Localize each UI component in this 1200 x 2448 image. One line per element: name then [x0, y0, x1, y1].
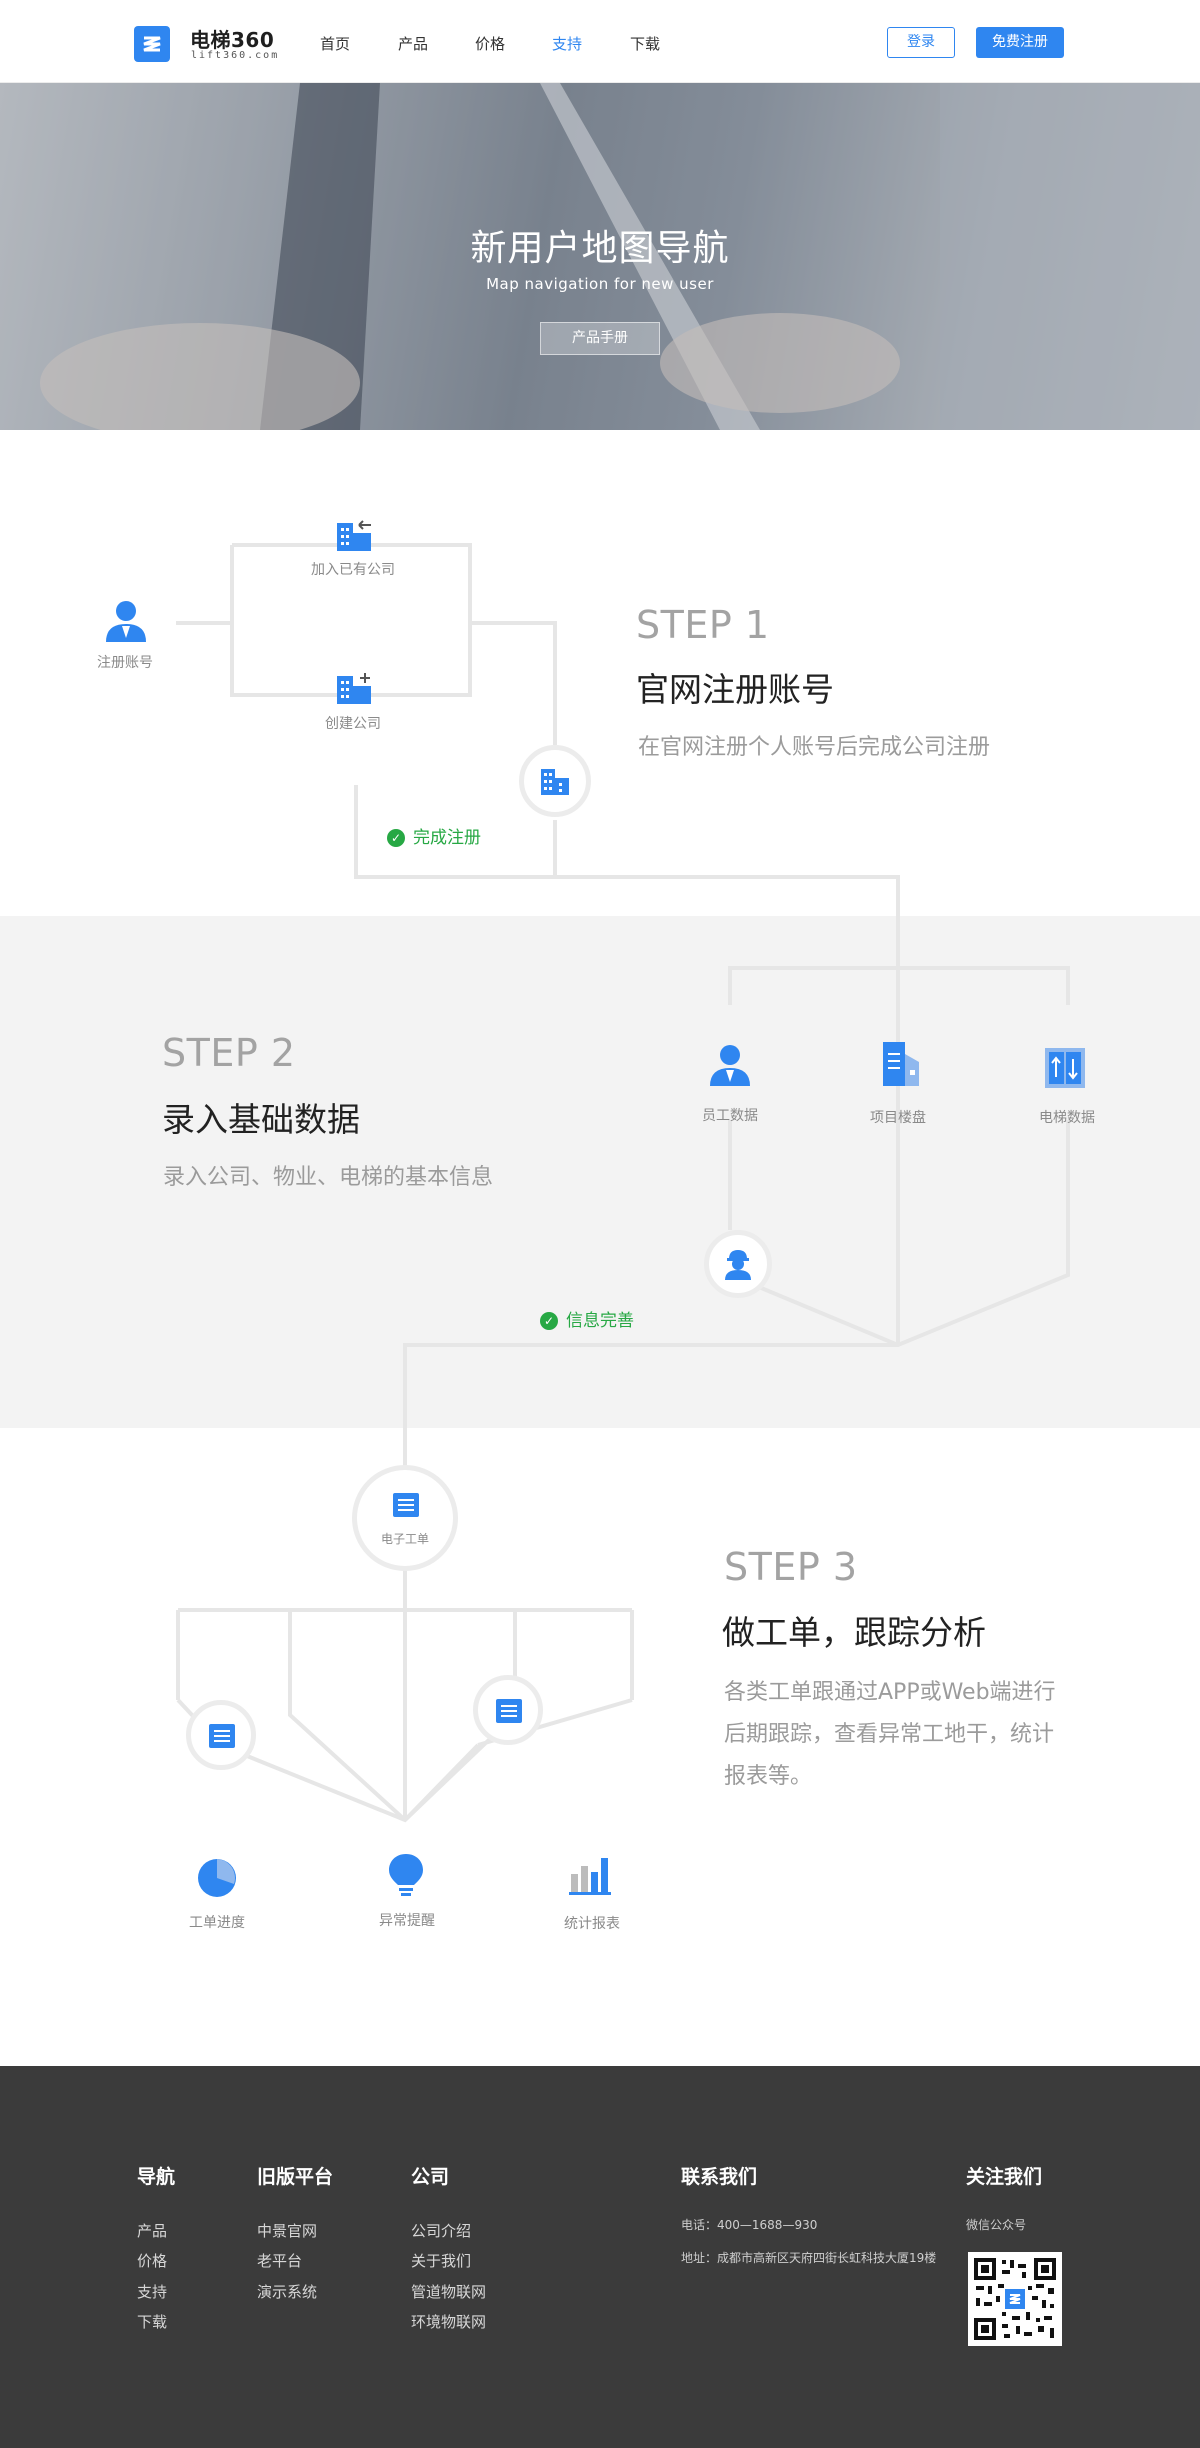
step3-description-line-1: 各类工单跟通过APP或Web端进行 — [724, 1680, 1056, 1705]
info-complete-label: 信息完善 — [566, 1311, 634, 1331]
footer-link-company-intro[interactable]: 公司介绍 — [411, 2222, 472, 2240]
footer-nav-title: 导航 — [137, 2166, 176, 2188]
check-icon: ✓ — [387, 829, 405, 847]
building-join-icon — [337, 520, 371, 551]
bar-chart-icon — [569, 1858, 611, 1895]
hero-banner: 新用户地图导航 Map navigation for new user 产品手册 — [0, 83, 1200, 430]
registration-complete-status: ✓ 完成注册 — [387, 823, 481, 848]
registration-complete-label: 完成注册 — [413, 828, 481, 848]
logo-name[interactable]: 电梯360 — [190, 28, 275, 52]
footer-phone: 电话：400—1688—930 — [681, 2218, 818, 2232]
step3-description-line-3: 报表等。 — [724, 1764, 813, 1789]
product-manual-button[interactable]: 产品手册 — [540, 322, 660, 355]
pie-chart-icon — [198, 1859, 236, 1897]
qr-code-icon — [972, 2256, 1058, 2342]
step1-title: 官网注册账号 — [636, 670, 834, 709]
footer-link-support[interactable]: 支持 — [137, 2283, 168, 2301]
step3-description-line-2: 后期跟踪，查看异常工地干，统计 — [724, 1722, 1055, 1747]
e-order-node: 电子工单 — [352, 1465, 458, 1571]
elevator-icon — [1045, 1048, 1085, 1088]
bulb-icon — [389, 1854, 423, 1896]
step2-description: 录入公司、物业、电梯的基本信息 — [163, 1165, 494, 1190]
e-order-label: 电子工单 — [380, 1532, 429, 1546]
footer-company-title: 公司 — [411, 2166, 450, 2188]
nav-product[interactable]: 产品 — [398, 35, 429, 53]
list-icon — [393, 1493, 419, 1517]
footer-address: 地址：成都市高新区天府四街长虹科技大厦19楼 — [681, 2251, 937, 2265]
check-icon: ✓ — [540, 1312, 558, 1330]
join-company-label: 加入已有公司 — [311, 562, 395, 578]
nav-price[interactable]: 价格 — [475, 35, 506, 53]
user-icon — [710, 1045, 750, 1086]
footer-link-about[interactable]: 关于我们 — [411, 2252, 472, 2270]
staff-data-label: 员工数据 — [702, 1108, 758, 1124]
document-icon — [883, 1042, 919, 1086]
logo-domain: lift360.com — [191, 50, 280, 61]
wechat-qr-code — [968, 2252, 1062, 2346]
footer-link-zhongjing[interactable]: 中景官网 — [257, 2222, 318, 2240]
order-node-right — [473, 1675, 543, 1745]
hero-subtitle: Map navigation for new user — [486, 275, 714, 293]
step1-number: STEP 1 — [636, 603, 770, 647]
project-building-label: 项目楼盘 — [870, 1110, 926, 1126]
create-company-label: 创建公司 — [325, 716, 381, 732]
footer-link-env-iot[interactable]: 环境物联网 — [411, 2313, 487, 2331]
footer-link-old-platform[interactable]: 老平台 — [257, 2252, 303, 2270]
user-icon — [106, 601, 146, 642]
logo-icon[interactable] — [134, 26, 170, 62]
step1-description: 在官网注册个人账号后完成公司注册 — [638, 735, 991, 760]
hero-title: 新用户地图导航 — [470, 228, 730, 269]
register-account-label: 注册账号 — [97, 655, 153, 671]
building-icon — [541, 769, 569, 795]
site-header: 电梯360 lift360.com 首页 产品 价格 支持 下载 登录 免费注册 — [0, 0, 1200, 83]
step2-number: STEP 2 — [162, 1031, 296, 1075]
footer-link-pipe-iot[interactable]: 管道物联网 — [411, 2283, 487, 2301]
hero-background-image — [40, 83, 1200, 430]
order-progress-label: 工单进度 — [189, 1915, 245, 1931]
nav-download[interactable]: 下载 — [630, 35, 661, 53]
list-icon — [496, 1699, 522, 1723]
footer-old-platform-title: 旧版平台 — [257, 2166, 334, 2188]
footer-contact-title: 联系我们 — [681, 2166, 758, 2188]
step2-title: 录入基础数据 — [162, 1100, 360, 1139]
statistics-report-label: 统计报表 — [564, 1916, 620, 1932]
building-add-icon — [337, 673, 371, 704]
hero-overlay — [0, 83, 1200, 430]
list-icon — [209, 1724, 235, 1748]
exception-alert-label: 异常提醒 — [379, 1913, 435, 1929]
flow-lines — [176, 543, 1070, 1823]
step2-section-background — [0, 916, 1200, 1428]
footer-link-demo[interactable]: 演示系统 — [257, 2283, 318, 2301]
worker-icon — [725, 1250, 751, 1280]
company-node — [519, 745, 591, 817]
elevator-data-label: 电梯数据 — [1039, 1110, 1095, 1126]
login-button[interactable]: 登录 — [887, 27, 955, 58]
footer-follow-title: 关注我们 — [966, 2166, 1043, 2188]
step3-title: 做工单，跟踪分析 — [722, 1613, 986, 1652]
register-button[interactable]: 免费注册 — [976, 27, 1064, 58]
footer-wechat-label: 微信公众号 — [966, 2218, 1027, 2232]
footer-link-product[interactable]: 产品 — [137, 2222, 168, 2240]
footer-link-price[interactable]: 价格 — [137, 2252, 168, 2270]
step3-number: STEP 3 — [724, 1545, 858, 1589]
order-node-left — [186, 1700, 256, 1770]
step3-description: 各类工单跟通过APP或Web端进行 后期跟踪，查看异常工地干，统计 报表等。 — [724, 1672, 1056, 1798]
nav-home[interactable]: 首页 — [320, 35, 351, 53]
footer-link-download[interactable]: 下载 — [137, 2313, 168, 2331]
info-complete-status: ✓ 信息完善 — [540, 1306, 634, 1331]
nav-support[interactable]: 支持 — [552, 35, 583, 53]
worker-node — [704, 1230, 772, 1298]
